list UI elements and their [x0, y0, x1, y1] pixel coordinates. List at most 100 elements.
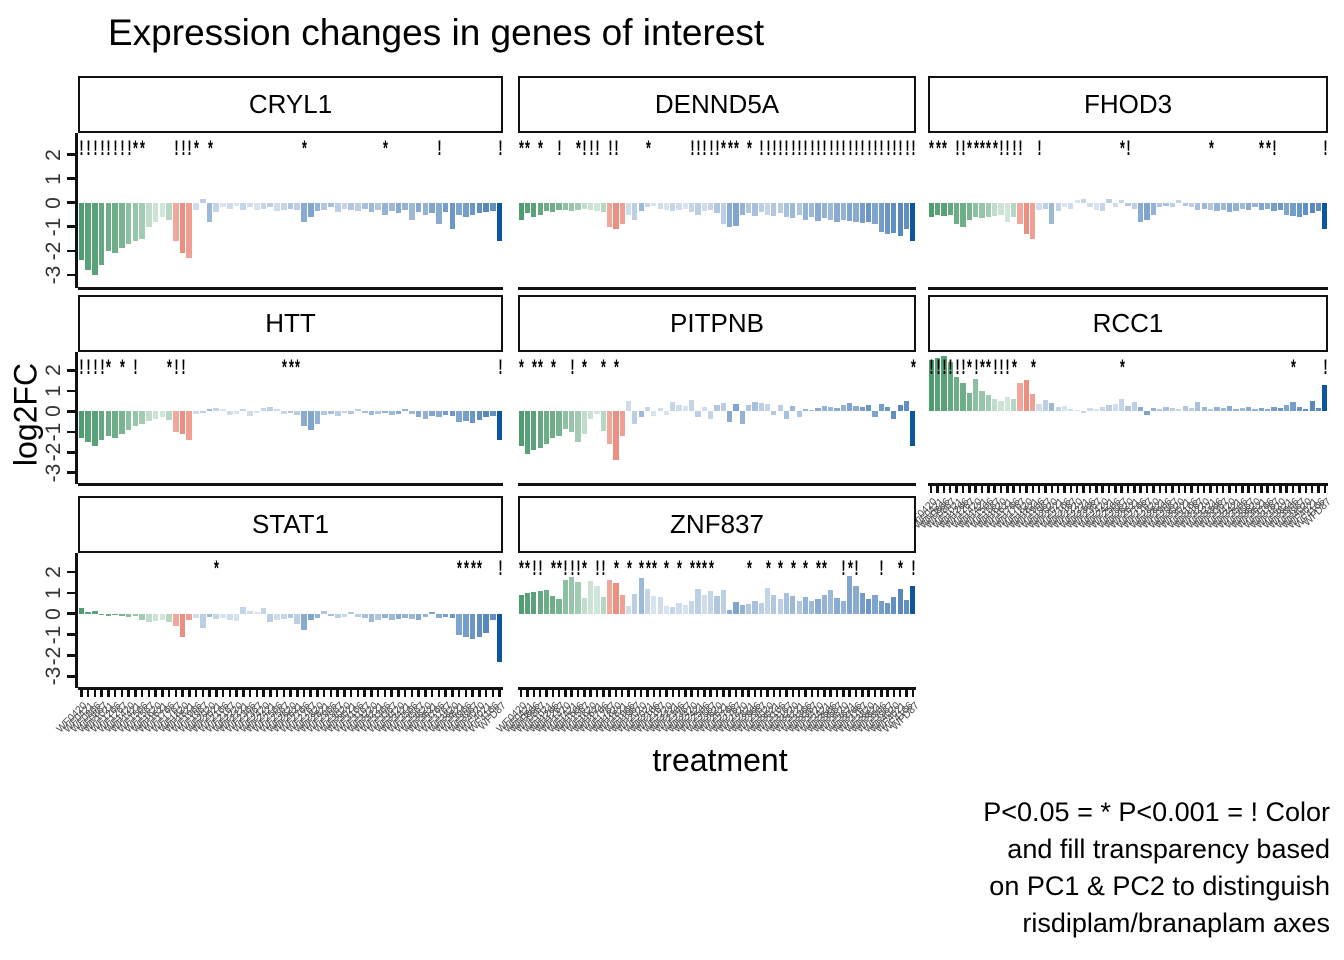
bar	[280, 202, 287, 210]
bar	[853, 406, 859, 412]
bar	[613, 202, 619, 230]
sig-marker: !	[961, 354, 965, 379]
bar	[287, 202, 294, 209]
facet-strip-label: STAT1	[251, 509, 330, 539]
bar	[632, 202, 638, 220]
bar	[802, 409, 809, 412]
bar	[78, 202, 85, 261]
sig-marker: !	[961, 135, 965, 160]
bar	[1246, 407, 1252, 412]
sig-marker: *	[470, 555, 476, 580]
y-axis-tick	[67, 471, 75, 474]
bar	[1036, 202, 1042, 210]
bar	[92, 202, 98, 275]
bar	[119, 202, 125, 249]
sig-marker: !	[935, 354, 940, 379]
bar	[1296, 407, 1303, 412]
sig-marker: !	[911, 135, 915, 160]
sig-marker: !	[709, 135, 713, 160]
x-axis-tick	[948, 486, 952, 493]
x-axis-tick	[854, 690, 858, 697]
sig-marker: !	[829, 135, 833, 160]
bar	[1004, 202, 1010, 222]
bar	[1265, 409, 1271, 412]
sig-marker: !	[576, 555, 580, 580]
bar	[670, 202, 676, 212]
x-axis-tick	[1082, 486, 1085, 493]
y-tick-label: -3	[42, 463, 65, 483]
facet-strip-label: ZNF837	[670, 509, 764, 539]
bar	[625, 606, 632, 614]
y-axis-tick	[67, 273, 75, 277]
bar	[152, 613, 159, 622]
bar	[764, 404, 771, 412]
x-axis-tick	[564, 690, 567, 697]
facet-strip-label: PITPNB	[670, 308, 764, 338]
bar	[429, 202, 435, 214]
bar	[891, 202, 897, 233]
facet-strip-label: FHOD3	[1083, 89, 1173, 119]
bar	[1119, 200, 1125, 203]
bar	[348, 611, 355, 614]
x-axis-tick	[147, 690, 151, 697]
bar	[771, 411, 777, 416]
bar	[415, 202, 422, 213]
sig-marker: *	[1119, 135, 1125, 160]
bar	[1093, 202, 1099, 210]
x-axis-tick	[1101, 486, 1104, 493]
x-axis-tick	[873, 690, 877, 697]
bar	[651, 595, 657, 614]
bar	[382, 202, 388, 215]
x-axis-tick	[1145, 486, 1149, 493]
bar	[1220, 202, 1226, 210]
bar	[1322, 384, 1328, 412]
bar	[613, 583, 619, 614]
x-axis-tick	[690, 690, 693, 697]
sig-marker: *	[967, 135, 972, 160]
x-axis-tick	[608, 690, 611, 697]
caption-line: on PC1 & PC2 to distinguish	[989, 871, 1330, 901]
x-axis-tick	[785, 690, 788, 697]
sig-marker: !	[113, 135, 117, 160]
bar	[328, 202, 334, 208]
y-axis-tick	[67, 410, 75, 413]
sig-marker: !	[892, 135, 896, 160]
bar	[1246, 202, 1252, 210]
x-axis-tick	[349, 690, 353, 697]
bar	[1284, 405, 1290, 412]
bar	[518, 202, 524, 220]
x-axis-tick	[161, 690, 164, 697]
x-axis-line	[78, 687, 503, 690]
x-axis-tick	[140, 690, 144, 697]
facet-strip: PITPNB	[518, 295, 916, 352]
bar	[280, 613, 287, 619]
bar	[1233, 202, 1239, 212]
bar	[78, 411, 85, 438]
x-axis-tick	[363, 690, 366, 697]
bar	[1303, 202, 1309, 215]
x-axis-tick	[444, 690, 447, 697]
x-axis-tick	[1056, 486, 1060, 493]
facet-strip: HTT	[78, 295, 503, 352]
bar	[206, 409, 213, 412]
sig-marker: *	[281, 354, 287, 379]
bar	[1252, 409, 1258, 412]
bar	[606, 580, 613, 614]
bar	[1315, 408, 1322, 412]
sig-marker: *	[1011, 354, 1017, 379]
x-axis-tick	[370, 690, 373, 697]
x-axis-tick	[1050, 486, 1054, 493]
bar	[449, 202, 456, 230]
bar	[985, 394, 991, 412]
facet-strip: FHOD3	[928, 76, 1328, 133]
bar	[1150, 202, 1157, 215]
y-axis-tick	[67, 570, 75, 574]
bar	[341, 411, 348, 414]
bar	[125, 202, 132, 244]
bar	[395, 411, 402, 415]
caption-line: risdiplam/branaplam axes	[1022, 908, 1330, 938]
bar	[328, 613, 334, 616]
bar	[1271, 407, 1277, 412]
bar	[771, 594, 777, 614]
